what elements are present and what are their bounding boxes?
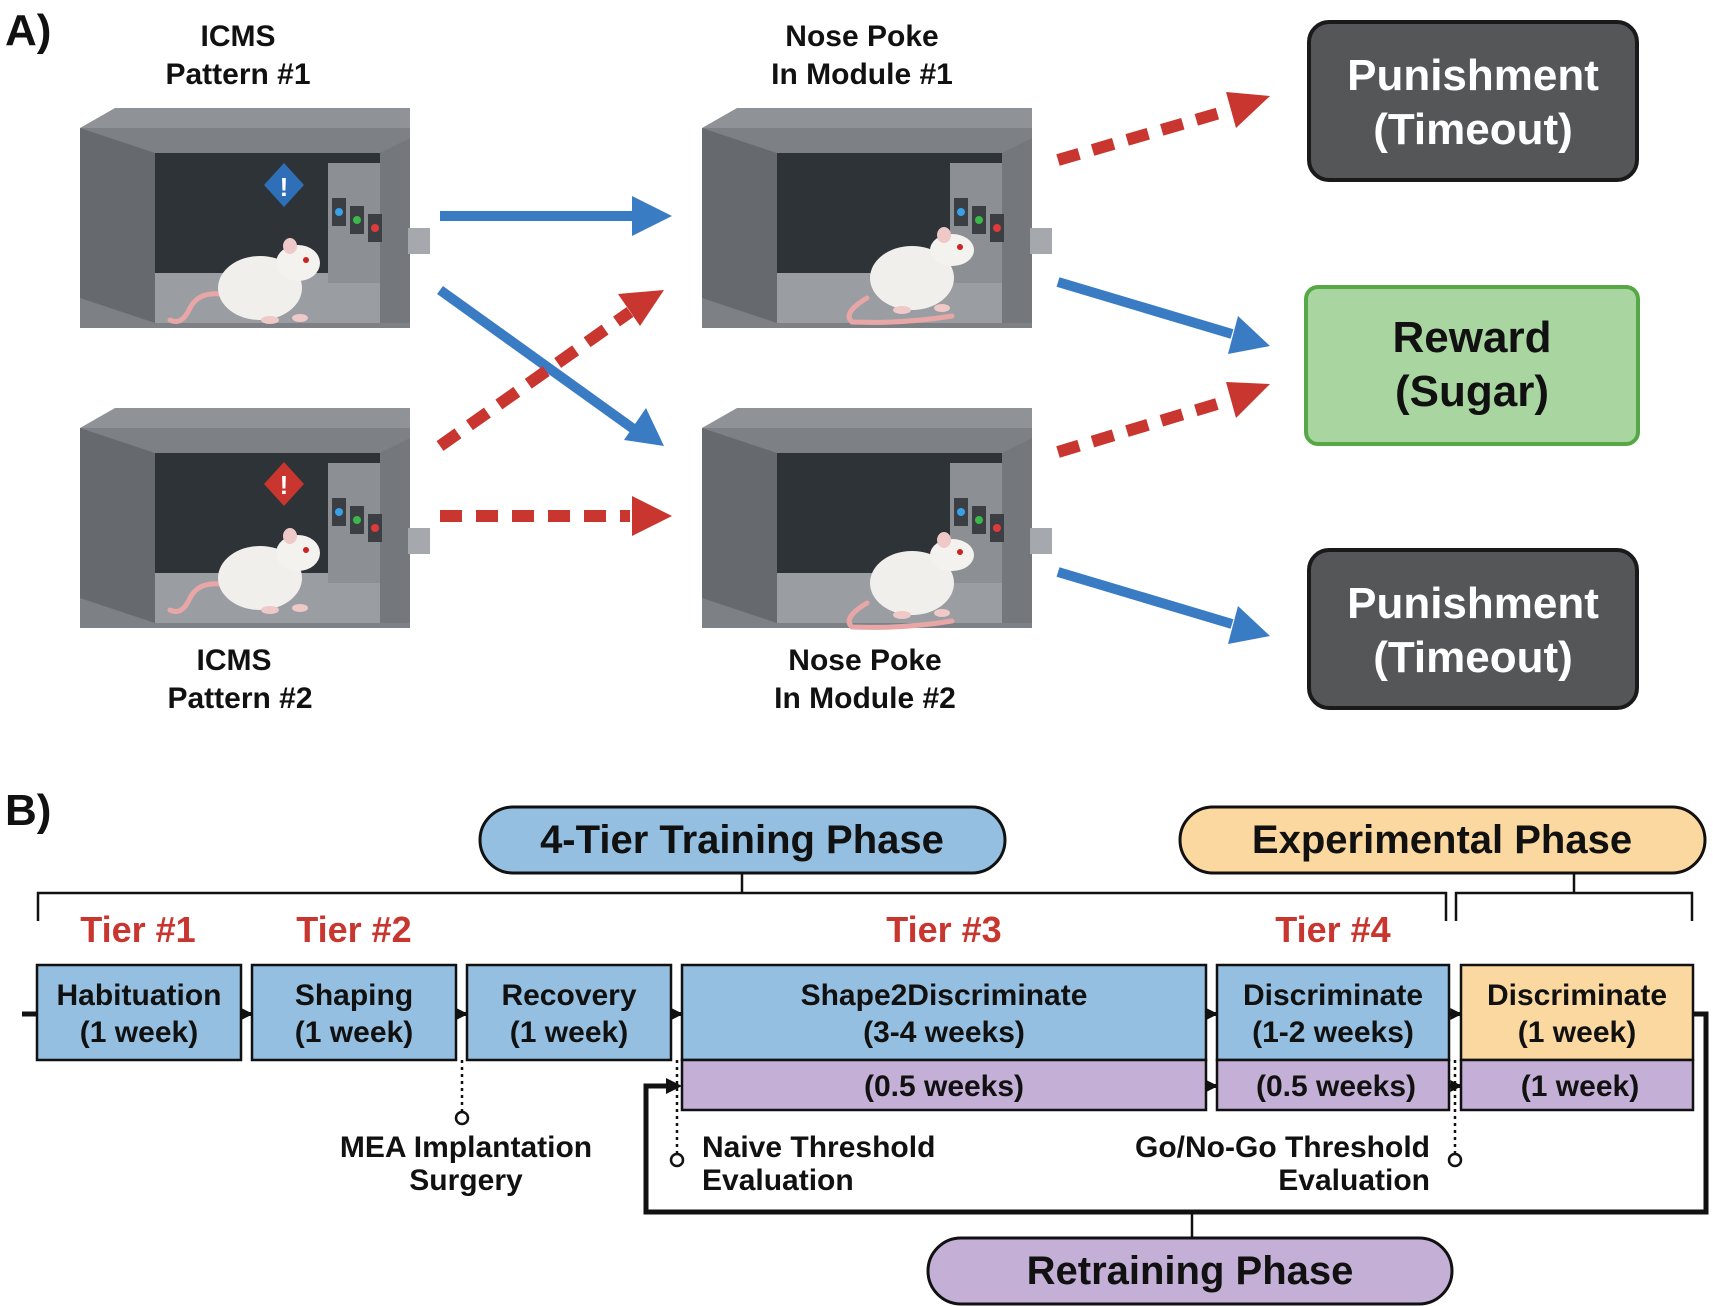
poke2-label-line2: In Module #2 [774,682,956,715]
stage-habituation: Habituation (1 week) [35,963,243,1062]
arrow-stim1-to-poke2 [437,285,664,446]
retrain-box-3: (1 week) [1459,1058,1695,1112]
training-phase-label: 4-Tier Training Phase [540,818,944,862]
alert-icon-red [264,462,304,506]
outcome-punishment-top-line1: Punishment [1347,51,1599,100]
stage-discriminate-experimental-line1: Discriminate [1487,979,1667,1012]
stage-discriminate-experimental: Discriminate (1 week) [1459,963,1695,1062]
gonogo-marker [1447,1060,1463,1168]
alert-icon-red-glyph: ! [280,470,289,500]
tier-1-label: Tier #1 [80,909,195,950]
retrain-box-3-label: (1 week) [1521,1070,1639,1103]
panel-b-label: B) [5,786,51,835]
mea-marker [454,1060,470,1126]
retrain-box-2-label: (0.5 weeks) [1256,1070,1416,1103]
training-phase-pill: 4-Tier Training Phase [478,805,1007,875]
cage-poke1 [702,108,1052,328]
stage-connector-arrows [241,1008,1463,1092]
alert-icon-blue [264,163,304,207]
stage-shape2discriminate: Shape2Discriminate (3-4 weeks) [680,963,1208,1062]
tier-4-label: Tier #4 [1275,909,1390,950]
retrain-box-2: (0.5 weeks) [1215,1058,1451,1112]
poke1-label-line1: Nose Poke [785,20,938,53]
outcome-punishment-bottom: Punishment (Timeout) [1307,548,1639,710]
stage-recovery-line2: (1 week) [510,1016,628,1049]
outcome-reward-line2: (Sugar) [1395,367,1549,416]
stage-habituation-line2: (1 week) [80,1016,198,1049]
stim2-label-line1: ICMS [197,644,272,677]
alert-icon-blue-glyph: ! [280,172,289,202]
training-bracket [36,873,1448,921]
stage-shaping-line1: Shaping [295,979,413,1012]
arrow-poke2-to-punish [1056,567,1270,644]
naive-marker [669,1060,685,1168]
retraining-phase-label: Retraining Phase [1027,1249,1354,1293]
naive-note-line2: Evaluation [702,1164,854,1197]
retrain-box-1: (0.5 weeks) [680,1058,1208,1112]
outcome-punishment-top: Punishment (Timeout) [1307,20,1639,182]
retraining-loop [643,1011,1709,1238]
panel-a-label: A) [5,6,51,55]
poke2-label-line1: Nose Poke [788,644,941,677]
arrow-poke1-to-reward [1056,277,1270,354]
stage-shape2discriminate-line1: Shape2Discriminate [801,979,1088,1012]
cage-stim1 [80,108,430,328]
stage-shaping-line2: (1 week) [295,1016,413,1049]
outcome-reward-line1: Reward [1393,313,1552,362]
arrow-stim1-to-poke1 [440,196,672,236]
stage-recovery: Recovery (1 week) [465,963,673,1062]
cage-poke2 [702,408,1052,628]
arrow-poke1-to-punish [1056,92,1270,166]
mea-note-line1: MEA Implantation [340,1131,592,1164]
stim1-label-line2: Pattern #1 [165,58,310,91]
arrow-stim2-to-poke1 [436,290,664,451]
outcome-punishment-bottom-line1: Punishment [1347,579,1599,628]
outcome-punishment-top-line2: (Timeout) [1373,105,1573,154]
naive-note-line1: Naive Threshold [702,1131,935,1164]
stage-recovery-line1: Recovery [501,979,636,1012]
poke1-label-line2: In Module #1 [771,58,953,91]
gonogo-note-line1: Go/No-Go Threshold [1135,1131,1430,1164]
retraining-phase-pill: Retraining Phase [926,1236,1454,1306]
stage-shape2discriminate-line2: (3-4 weeks) [863,1016,1025,1049]
stage-discriminate-tier4: Discriminate (1-2 weeks) [1215,963,1451,1062]
stim1-label-line1: ICMS [201,20,276,53]
retrain-box-1-label: (0.5 weeks) [864,1070,1024,1103]
cage-stim2 [80,408,430,628]
stage-habituation-line1: Habituation [57,979,222,1012]
arrow-poke2-to-reward [1056,382,1270,458]
outcome-reward: Reward (Sugar) [1304,285,1640,446]
stage-shaping: Shaping (1 week) [250,963,458,1062]
outcome-punishment-bottom-line2: (Timeout) [1373,633,1573,682]
stage-discriminate-tier4-line2: (1-2 weeks) [1252,1016,1414,1049]
stage-discriminate-experimental-line2: (1 week) [1518,1016,1636,1049]
stim2-label-line2: Pattern #2 [167,682,312,715]
experimental-phase-pill: Experimental Phase [1178,805,1707,875]
experimental-phase-label: Experimental Phase [1252,818,1632,862]
mea-note-line2: Surgery [409,1164,523,1197]
stage-discriminate-tier4-line1: Discriminate [1243,979,1423,1012]
arrow-stim2-to-poke2 [440,496,672,536]
tier-3-label: Tier #3 [886,909,1001,950]
experimental-bracket [1454,873,1694,921]
tier-2-label: Tier #2 [296,909,411,950]
gonogo-note-line2: Evaluation [1278,1164,1430,1197]
